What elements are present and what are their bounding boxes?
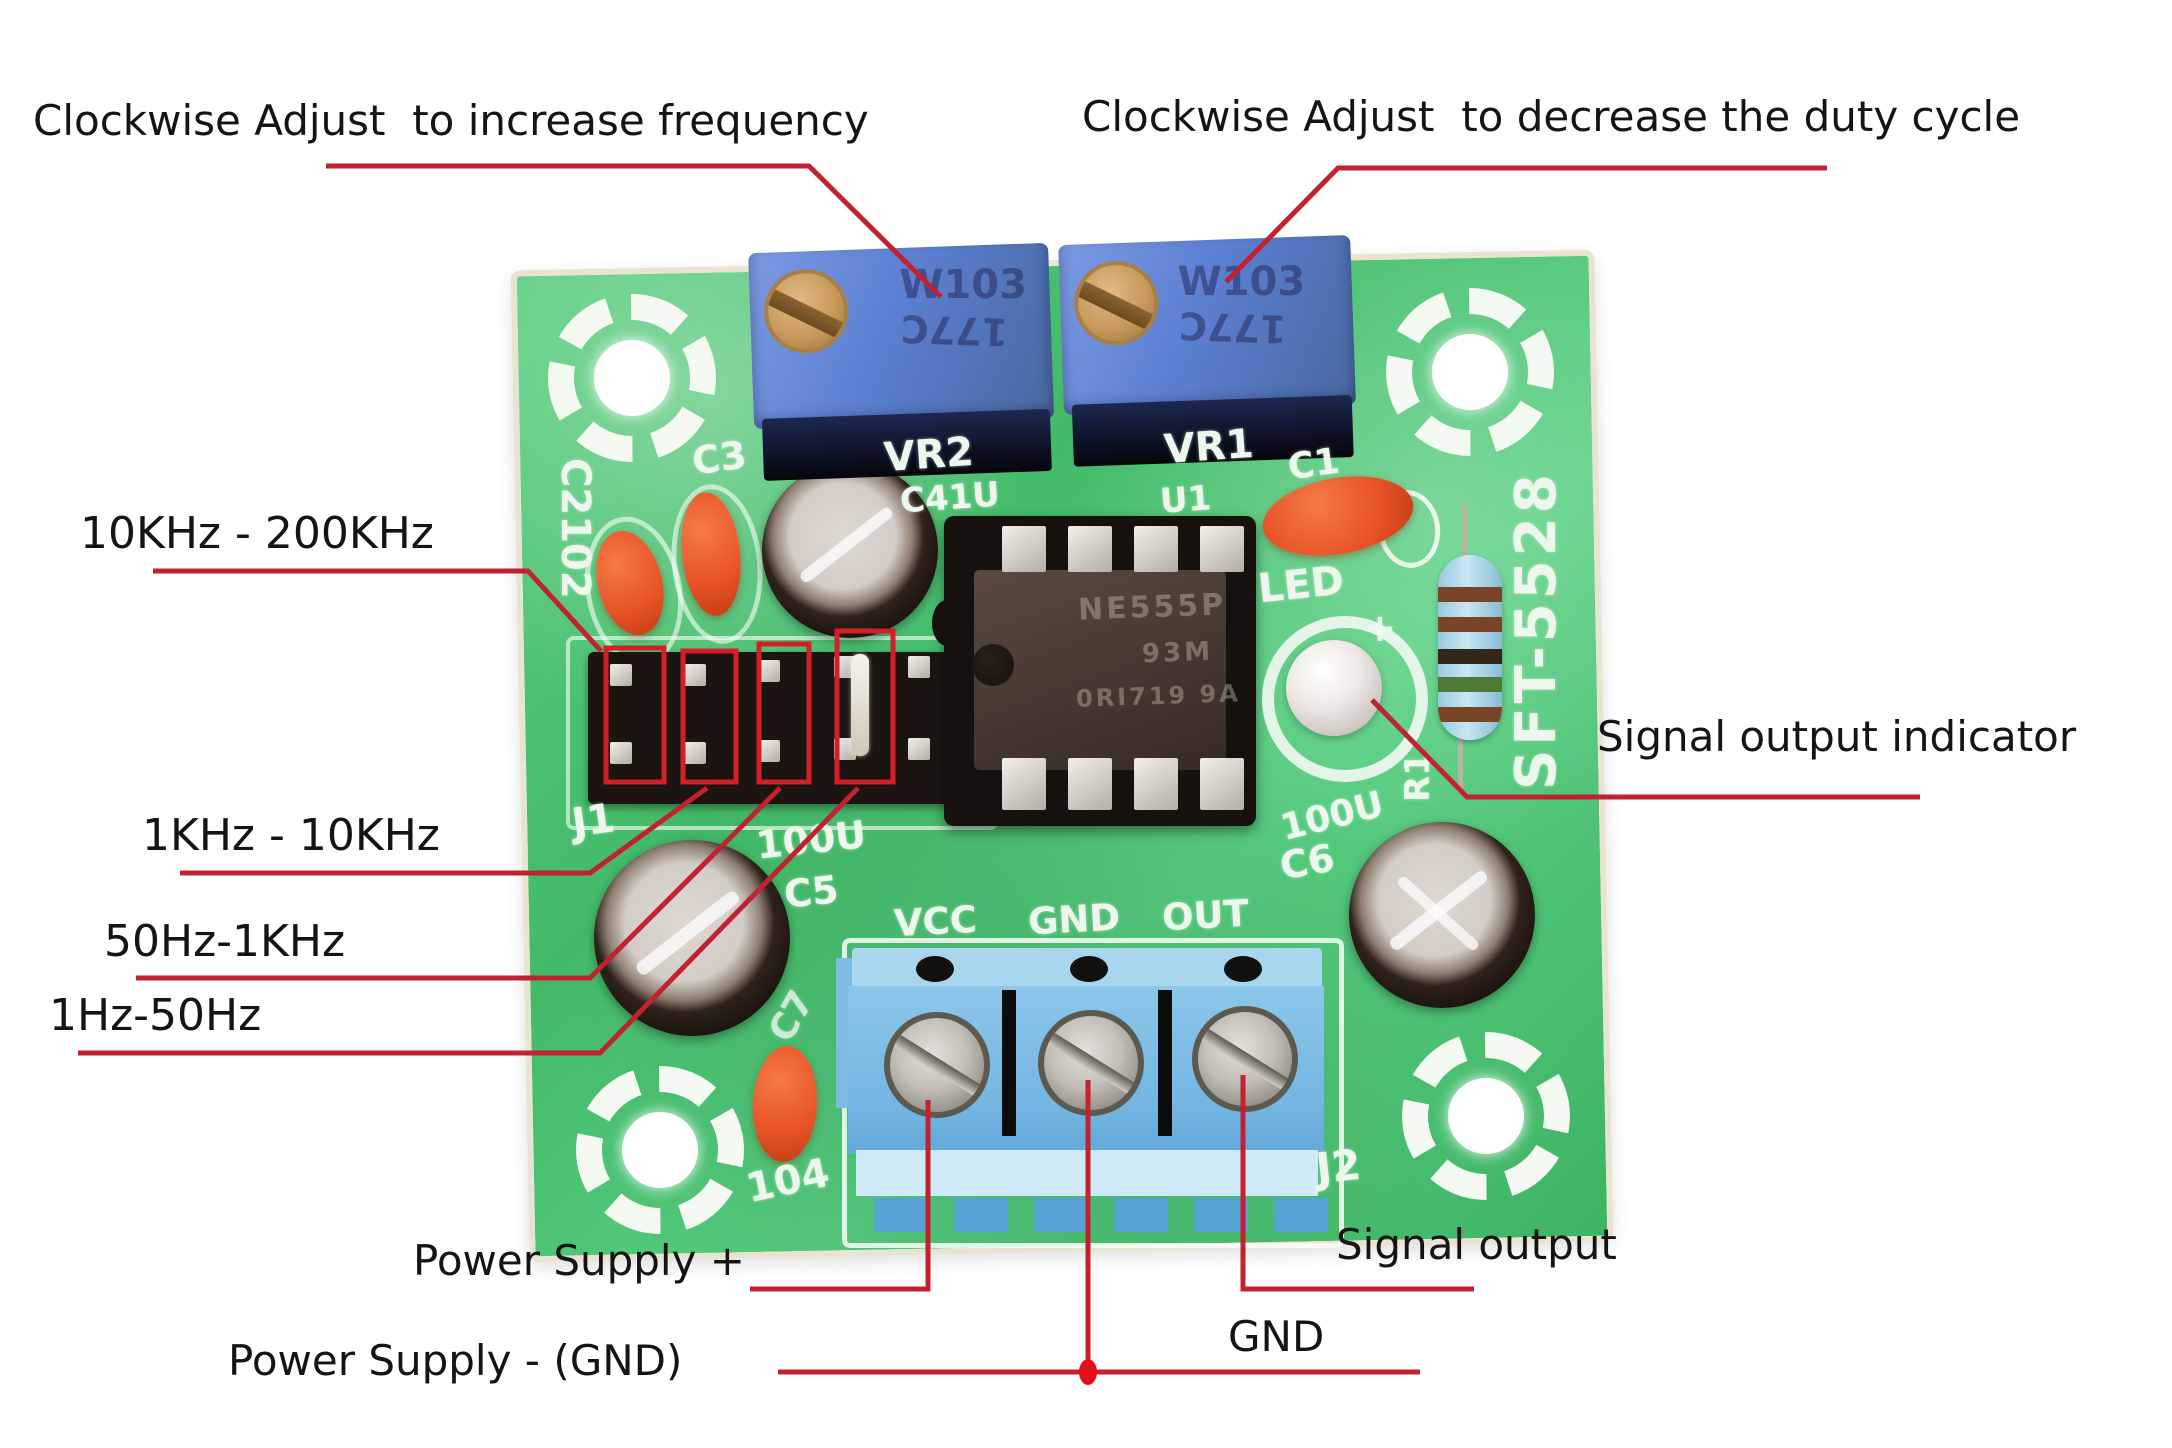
resistor-lead [1458,735,1463,790]
label-range-50-1k: 50Hz-1KHz [104,916,346,967]
silkscreen-vcc: VCC [892,897,979,946]
chip-pin [1200,526,1244,572]
chip-marking-line2: 93M [1141,636,1214,670]
trimmer-vr1-marking: W103 [1177,258,1306,305]
label-range-1k-10k: 1KHz - 10KHz [142,810,440,861]
header-pin [758,660,780,682]
trimmer-vr2-code: 177C [900,306,1009,355]
resistor-band [1438,677,1502,692]
vcc-terminal-screw [884,1012,990,1118]
header-pin [610,664,632,686]
chip-pin [1134,526,1178,572]
silkscreen-r1: R1 [1398,752,1438,802]
ne555-chip [974,570,1226,770]
socket-notch [932,600,962,646]
silkscreen-c1: C1 [1285,440,1343,489]
terminal-front [856,1150,1318,1196]
silkscreen-vr2: VR2 [882,428,976,482]
capacitor-c5 [594,840,790,1036]
chip-marking-line3: 0RI719 9A [1075,679,1242,713]
silkscreen-vr1: VR1 [1162,420,1256,474]
header-pin [908,738,930,760]
terminal-wire-hole [1224,956,1262,982]
chip-pin1-dimple [972,644,1014,686]
chip-pin [1134,758,1178,810]
resistor-band [1438,649,1502,664]
label-signal-output: Signal output [1336,1220,1617,1269]
label-increase-frequency: Clockwise Adjust to increase frequency [33,96,869,145]
terminal-tooth [954,1198,1008,1232]
terminal-wire-hole [916,956,954,982]
label-range-1-50: 1Hz-50Hz [49,990,262,1041]
header-pin [610,742,632,764]
chip-marking-line1: NE555P [1077,587,1227,628]
silkscreen-c5: C5 [781,867,841,917]
silkscreen-c6: C6 [1276,835,1338,889]
mounting-hole-top-right-core [1432,334,1508,410]
silkscreen-led-plus: + [1364,606,1396,650]
trimmer-vr1-code: 177C [1178,303,1288,351]
terminal-tooth [1194,1198,1248,1232]
resistor-band [1438,587,1502,602]
capacitor-c6 [1349,822,1535,1008]
mounting-hole-bottom-right-core [1448,1078,1524,1154]
silkscreen-u1: U1 [1158,478,1213,522]
label-power-supply-plus: Power Supply + [413,1236,746,1285]
label-decrease-duty-cycle: Clockwise Adjust to decrease the duty cy… [1082,92,2021,141]
silkscreen-led: LED [1255,557,1347,613]
out-terminal-screw [1192,1006,1298,1112]
header-pin [908,656,930,678]
chip-pin [1002,758,1046,810]
terminal-tooth [1274,1198,1328,1232]
chip-pin [1200,758,1244,810]
chip-pin [1068,758,1112,810]
mounting-hole-bottom-left-core [622,1112,698,1188]
silkscreen-out: OUT [1160,891,1250,940]
label-range-10k-200k: 10KHz - 200KHz [80,508,434,559]
resistor-lead [1462,505,1467,560]
gnd-terminal-screw [1038,1010,1144,1116]
trimmer-vr2-marking: W103 [899,261,1027,308]
label-power-supply-minus: Power Supply - (GND) [228,1336,683,1385]
resistor-band [1438,707,1502,722]
silkscreen-gnd: GND [1026,895,1122,944]
label-gnd: GND [1228,1312,1325,1361]
header-pin [758,740,780,762]
terminal-tooth [1034,1198,1088,1232]
jumper-cap [851,654,869,756]
chip-pin [1068,526,1112,572]
header-pin [684,742,706,764]
terminal-tooth [1114,1198,1168,1232]
resistor-band [1438,617,1502,632]
terminal-wire-hole [1070,956,1108,982]
mounting-hole-top-left-core [594,340,670,416]
terminal-divider [1002,990,1016,1136]
capacitor-c3 [762,462,938,638]
chip-pin [1002,526,1046,572]
silkscreen-j2: J2 [1313,1139,1364,1194]
led [1286,640,1382,736]
resistor-r1 [1438,555,1502,740]
silkscreen-c3: C3 [689,432,750,484]
silkscreen-c2: C2102 [552,458,598,599]
silkscreen-model: SFT-5528 [1504,470,1569,790]
header-pin [684,664,706,686]
gnd-junction-dot [1079,1359,1097,1385]
terminal-tooth [874,1198,928,1232]
silkscreen-j1: J1 [569,795,618,847]
silkscreen-c4: C41U [898,474,1002,522]
label-signal-output-indicator: Signal output indicator [1597,712,2077,761]
terminal-divider [1158,990,1172,1136]
